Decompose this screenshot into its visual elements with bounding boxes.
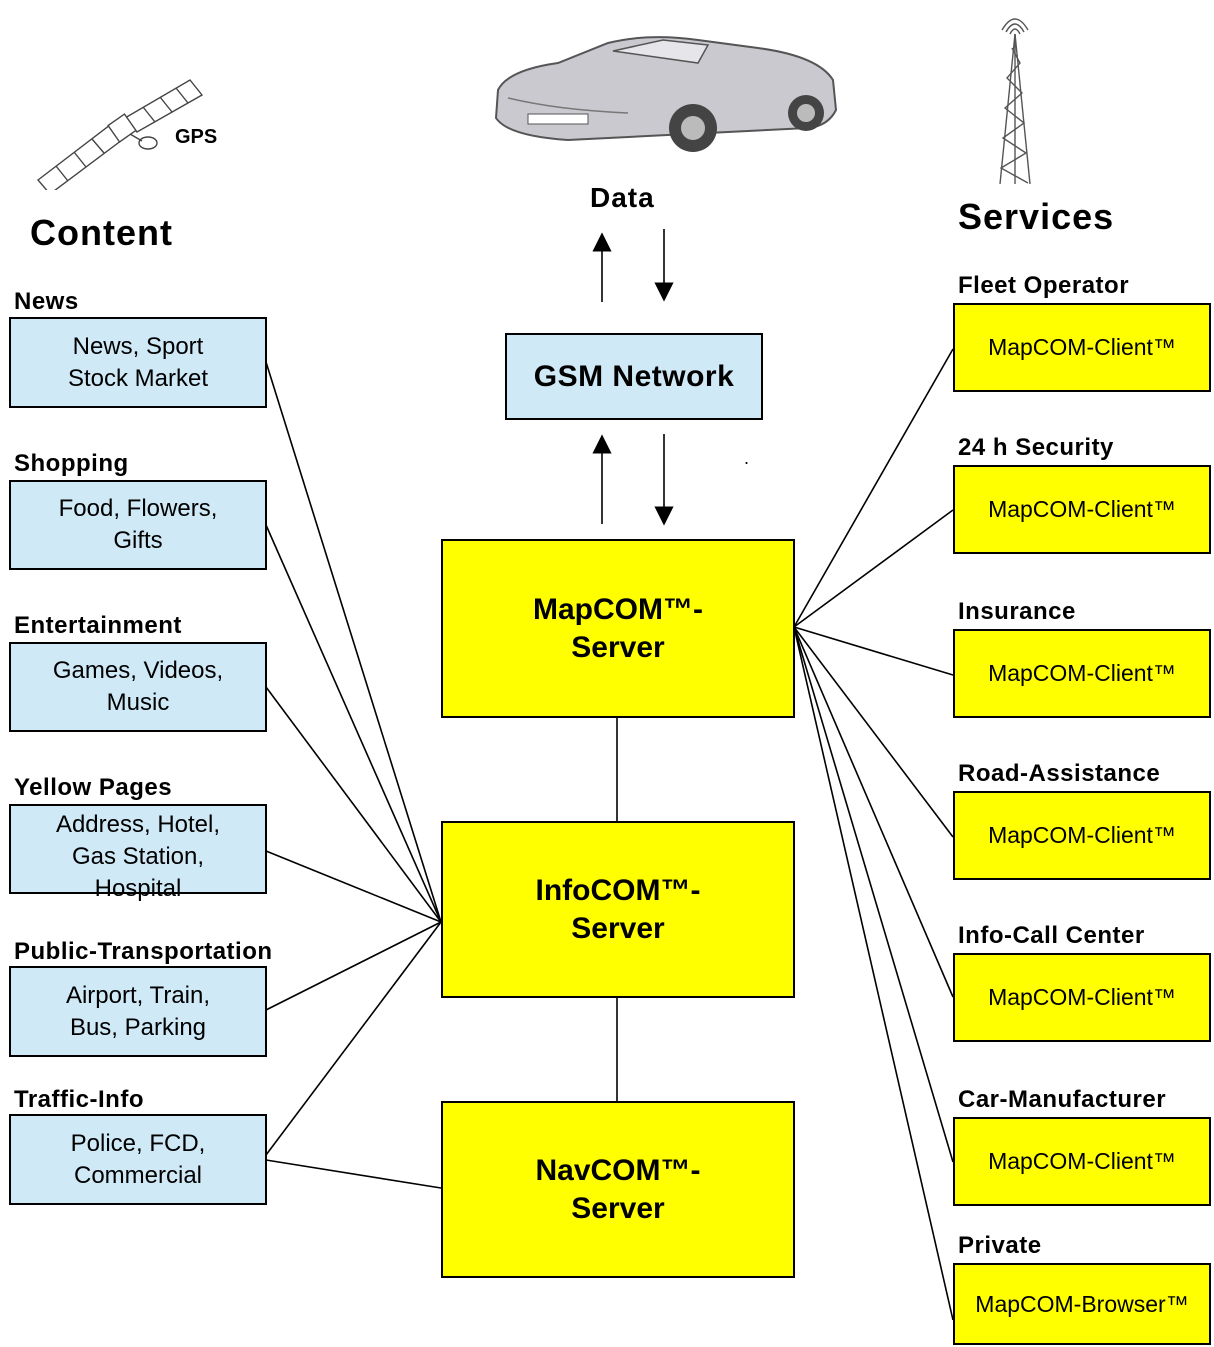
service-label-car-manufacturer: Car-Manufacturer bbox=[958, 1086, 1167, 1113]
content-text-traffic-info: Police, FCD, Commercial bbox=[70, 1129, 206, 1189]
service-box-fleet-operator: MapCOM-Client™ bbox=[953, 303, 1211, 392]
service-box-24h-security: MapCOM-Client™ bbox=[953, 465, 1211, 554]
content-box-shopping: Food, Flowers, Gifts bbox=[9, 480, 267, 570]
content-box-traffic-info: Police, FCD, Commercial bbox=[9, 1114, 267, 1205]
gsm-network-box: GSM Network bbox=[505, 333, 763, 420]
link-mapcom-security bbox=[793, 509, 954, 628]
content-label-public-transportation: Public-Transportation bbox=[14, 938, 273, 965]
link-news-infocom bbox=[265, 361, 442, 923]
service-box-private: MapCOM-Browser™ bbox=[953, 1263, 1211, 1345]
service-box-insurance: MapCOM-Client™ bbox=[953, 629, 1211, 718]
mapcom-server-label: MapCOM™- Server bbox=[533, 592, 703, 664]
content-label-traffic-info: Traffic-Info bbox=[14, 1086, 144, 1113]
service-client-fleet-operator: MapCOM-Client™ bbox=[988, 334, 1176, 360]
content-label-yellow-pages: Yellow Pages bbox=[14, 774, 173, 801]
link-yellowpages-infocom bbox=[265, 850, 442, 923]
link-traffic-infocom bbox=[265, 921, 442, 1156]
content-text-news: News, Sport Stock Market bbox=[67, 332, 209, 392]
antenna-tower-icon bbox=[999, 18, 1031, 185]
link-shopping-infocom bbox=[265, 524, 442, 923]
content-box-news: News, Sport Stock Market bbox=[9, 317, 267, 408]
gps-label: GPS bbox=[175, 126, 218, 148]
stray-dot: . bbox=[744, 448, 750, 468]
content-text-public-transportation: Airport, Train, Bus, Parking bbox=[65, 981, 211, 1041]
service-label-24h-security: 24 h Security bbox=[958, 434, 1114, 461]
navcom-server-label: NavCOM™- Server bbox=[535, 1153, 701, 1225]
infocom-server-label: InfoCOM™- Server bbox=[535, 873, 701, 945]
service-client-insurance: MapCOM-Client™ bbox=[988, 660, 1176, 686]
link-mapcom-private bbox=[793, 626, 954, 1321]
service-client-car-manufacturer: MapCOM-Client™ bbox=[988, 1148, 1176, 1174]
content-label-news: News bbox=[14, 288, 79, 315]
data-label: Data bbox=[590, 182, 655, 213]
mapcom-server-box: MapCOM™- Server bbox=[441, 539, 795, 718]
content-text-shopping: Food, Flowers, Gifts bbox=[58, 495, 218, 554]
infocom-server-box: InfoCOM™- Server bbox=[441, 821, 795, 998]
link-mapcom-carmanu bbox=[793, 626, 954, 1163]
content-box-public-transportation: Airport, Train, Bus, Parking bbox=[9, 966, 267, 1057]
content-box-yellow-pages: Address, Hotel, Gas Station, Hospital bbox=[9, 804, 267, 902]
car-icon bbox=[494, 36, 838, 152]
link-traffic-navcom bbox=[265, 1159, 442, 1189]
satellite-icon bbox=[36, 79, 204, 190]
content-label-entertainment: Entertainment bbox=[14, 612, 182, 639]
service-label-fleet-operator: Fleet Operator bbox=[958, 272, 1130, 299]
link-transport-infocom bbox=[265, 921, 442, 1011]
gsm-network-label: GSM Network bbox=[533, 359, 735, 393]
content-text-entertainment: Games, Videos, Music bbox=[52, 657, 224, 716]
service-box-info-call-center: MapCOM-Client™ bbox=[953, 953, 1211, 1042]
navcom-server-box: NavCOM™- Server bbox=[441, 1101, 795, 1278]
service-label-private: Private bbox=[958, 1232, 1042, 1259]
content-box-entertainment: Games, Videos, Music bbox=[9, 642, 267, 732]
content-text-yellow-pages: Address, Hotel, Gas Station, Hospital bbox=[55, 811, 221, 902]
link-mapcom-fleet bbox=[793, 348, 954, 628]
service-label-road-assistance: Road-Assistance bbox=[958, 760, 1161, 787]
service-box-road-assistance: MapCOM-Client™ bbox=[953, 791, 1211, 880]
service-label-insurance: Insurance bbox=[958, 598, 1076, 625]
link-mapcom-roadassist bbox=[793, 626, 954, 838]
service-client-road-assistance: MapCOM-Client™ bbox=[988, 822, 1176, 848]
service-box-car-manufacturer: MapCOM-Client™ bbox=[953, 1117, 1211, 1206]
content-label-shopping: Shopping bbox=[14, 450, 129, 477]
service-label-info-call-center: Info-Call Center bbox=[958, 922, 1145, 949]
services-heading: Services bbox=[958, 196, 1115, 237]
link-mapcom-infocall bbox=[793, 626, 954, 998]
service-client-info-call-center: MapCOM-Client™ bbox=[988, 984, 1176, 1010]
service-client-24h-security: MapCOM-Client™ bbox=[988, 496, 1176, 522]
link-mapcom-insurance bbox=[793, 626, 954, 676]
link-entertainment-infocom bbox=[265, 686, 442, 923]
content-heading: Content bbox=[30, 212, 173, 253]
service-client-private: MapCOM-Browser™ bbox=[975, 1290, 1189, 1317]
